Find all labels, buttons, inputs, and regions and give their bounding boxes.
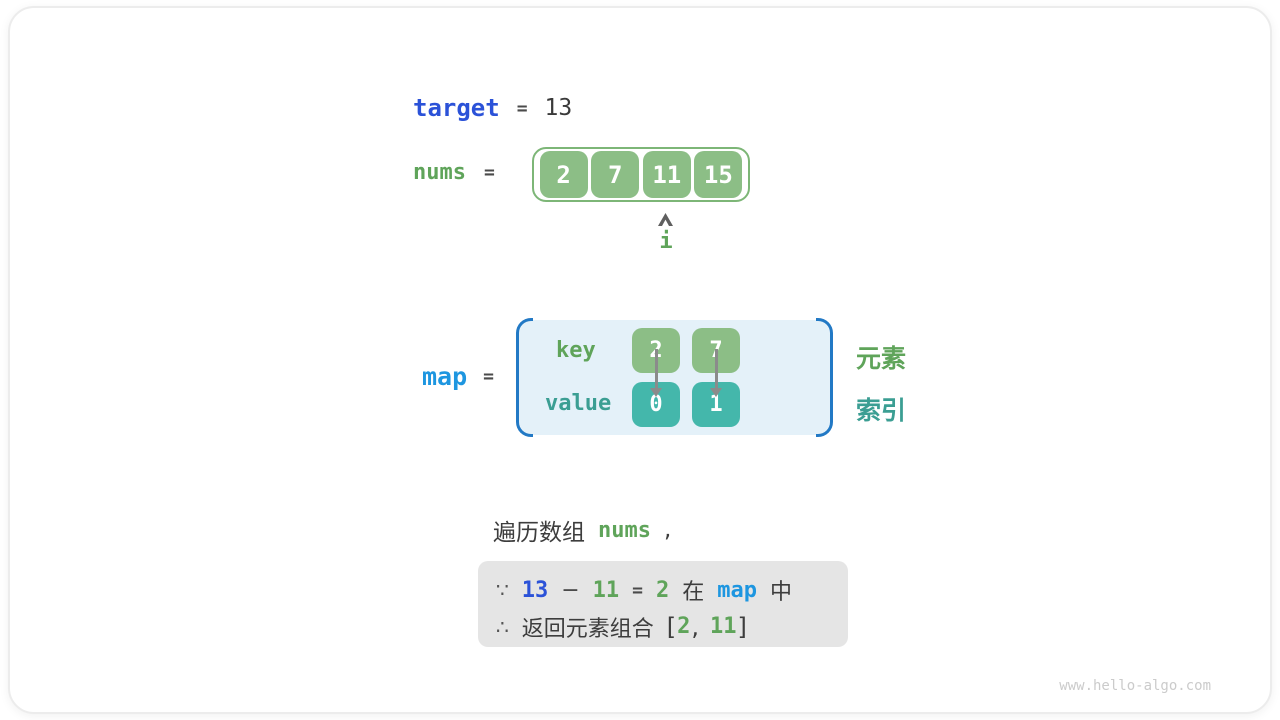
because-sign: ∵	[496, 578, 509, 603]
caption-line: 遍历数组 nums ,	[493, 513, 671, 547]
target-value-ref: 13	[521, 577, 549, 603]
index-pointer-icon	[658, 211, 673, 230]
index-pointer-label: i	[659, 229, 673, 254]
result-second: 11	[710, 614, 737, 640]
open-bracket: [	[666, 612, 677, 641]
element-annotation: 元素	[856, 344, 907, 373]
caption-comma: ,	[663, 517, 672, 543]
target-row: target = 13	[413, 94, 572, 122]
watermark: www.hello-algo.com	[1059, 678, 1211, 694]
in-suffix-text: 中	[770, 580, 793, 606]
nums-variable-label: nums	[413, 160, 466, 185]
equals-sign: =	[632, 579, 644, 601]
nums-row-label: nums =	[413, 160, 495, 185]
index-annotation: 索引	[856, 396, 907, 425]
map-value-label: value	[545, 391, 612, 416]
result-first: 2	[677, 614, 691, 640]
equals-sign: =	[483, 366, 494, 387]
array-cell: 7	[591, 151, 640, 198]
key-to-value-arrow-icon	[710, 349, 722, 398]
target-value: 13	[544, 95, 573, 121]
pair-comma: ,	[691, 612, 700, 641]
complement-ref: 2	[656, 577, 670, 603]
equals-sign: =	[483, 162, 495, 183]
array-cell: 2	[539, 151, 588, 198]
map-key-label: key	[556, 338, 596, 363]
map-row-label: map =	[422, 362, 494, 391]
map-variable-label: map	[422, 362, 468, 391]
map-ref: map	[717, 577, 758, 603]
therefore-sign: ∴	[496, 614, 509, 639]
conclusion-line-therefore: ∴ 返回元素组合 [ 2 , 11 ]	[496, 610, 848, 643]
close-bracket: ]	[737, 612, 747, 641]
conclusion-box: ∵ 13 − 11 = 2 在 map 中 ∴ 返回元素组合 [ 2 , 11 …	[478, 561, 848, 647]
caption-text: 遍历数组	[493, 520, 585, 546]
return-text: 返回元素组合	[521, 616, 654, 642]
conclusion-line-because: ∵ 13 − 11 = 2 在 map 中	[496, 574, 848, 607]
equals-sign: =	[516, 97, 528, 119]
target-variable-label: target	[413, 94, 500, 122]
array-cell: 15	[694, 151, 743, 198]
caption-nums-ref: nums	[598, 517, 651, 543]
current-num-ref: 11	[592, 577, 620, 603]
map-open-bracket-icon	[516, 318, 533, 437]
array-cell: 11	[642, 151, 691, 198]
nums-array: 2 7 11 15	[532, 147, 750, 202]
result-pair: [ 2 , 11 ]	[667, 613, 747, 641]
key-to-value-arrow-icon	[650, 349, 662, 398]
map-close-bracket-icon	[816, 318, 833, 437]
in-prefix-text: 在	[682, 580, 705, 606]
map-value-cell: 1	[692, 382, 740, 427]
minus-sign: −	[561, 577, 580, 603]
